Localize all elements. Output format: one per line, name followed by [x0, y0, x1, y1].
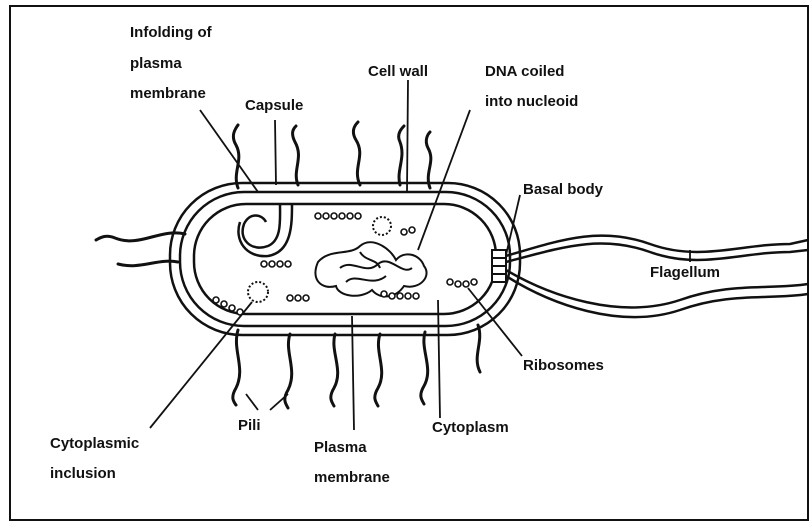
label-infolding-line3: membrane	[130, 85, 206, 102]
leader-cell-wall	[407, 80, 408, 192]
label-plasma-membrane-line1: Plasma	[314, 439, 367, 456]
label-dna-line1: DNA coiled	[485, 63, 564, 80]
label-infolding-line1: Infolding of	[130, 24, 213, 41]
label-cytoplasmic-inclusion-line2: inclusion	[50, 465, 116, 482]
basal-body	[492, 250, 506, 282]
label-infolding-line2: plasma	[130, 55, 182, 72]
label-basal-body: Basal body	[523, 181, 604, 198]
inclusion-granule	[248, 282, 268, 302]
inclusion-granule	[373, 217, 391, 235]
label-cytoplasm: Cytoplasm	[432, 419, 509, 436]
label-capsule: Capsule	[245, 97, 303, 114]
label-ribosomes: Ribosomes	[523, 357, 604, 374]
label-pili: Pili	[238, 417, 261, 434]
label-cytoplasmic-inclusion-line1: Cytoplasmic	[50, 435, 139, 452]
leader-capsule	[275, 120, 276, 185]
label-dna-line2: into nucleoid	[485, 93, 578, 110]
label-cell-wall: Cell wall	[368, 63, 428, 80]
label-plasma-membrane-line2: membrane	[314, 469, 390, 486]
label-flagellum: Flagellum	[650, 264, 720, 281]
